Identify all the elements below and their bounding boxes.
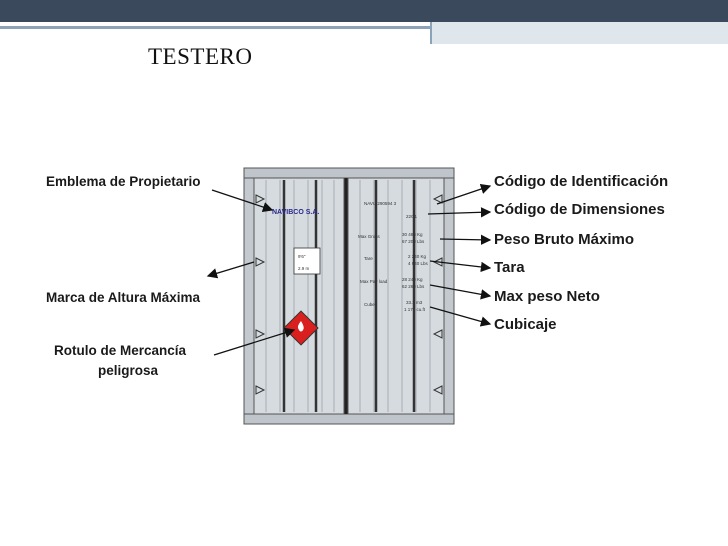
net-label: Max Pay load <box>360 279 388 284</box>
label-codigo-dimensiones: Código de Dimensiones <box>494 201 665 218</box>
arrow-marca-altura <box>206 261 255 279</box>
right-door <box>347 177 445 415</box>
label-rotulo-line1: Rotulo de Mercancía <box>54 343 187 358</box>
tare-kg: 2 240 Kg <box>408 254 427 259</box>
arrow-emblema <box>211 189 274 213</box>
label-cubicaje: Cubicaje <box>494 316 557 333</box>
max-height-bottom-text: 2.9 m <box>298 266 310 271</box>
left-door-corrugation <box>265 180 335 412</box>
arrow-max-neto <box>429 284 492 300</box>
cube-m3: 33.2 m3 <box>406 300 423 305</box>
right-corner-post <box>443 177 455 415</box>
slide-header-box <box>430 22 728 44</box>
net-kg: 28 240 Kg <box>402 277 423 282</box>
net-lbs: 62 260 Lbs <box>402 284 425 289</box>
label-peso-bruto: Peso Bruto Máximo <box>494 231 635 248</box>
slide-header-bar <box>0 0 728 22</box>
arrow-codigo-id <box>436 184 492 205</box>
arrow-cubicaje <box>429 306 492 327</box>
slide-header-line <box>0 26 728 29</box>
cube-label: Cube <box>364 302 375 307</box>
arrow-tara <box>429 260 492 273</box>
cube-ft3: 1 172 cu.ft <box>404 307 426 312</box>
door-hinges <box>255 194 443 395</box>
container-bottom-rail <box>243 413 455 425</box>
locking-bars <box>282 180 416 412</box>
label-max-peso-neto: Max peso Neto <box>494 288 600 305</box>
label-marca-altura: Marca de Altura Máxima <box>46 290 201 305</box>
gross-lbs: 67 200 Lbs <box>402 239 425 244</box>
callout-arrows <box>206 184 492 356</box>
gross-label: Max Gross <box>358 234 381 239</box>
label-emblema-propietario: Emblema de Propietario <box>46 174 201 189</box>
flame-icon <box>297 321 304 332</box>
max-height-box <box>293 247 321 275</box>
dim-code-text: 22G1 <box>406 214 418 219</box>
gross-kg: 30 480 Kg <box>402 232 423 237</box>
max-height-top-text: 9'6" <box>298 254 306 259</box>
tare-label: Tare <box>364 256 373 261</box>
left-corner-post <box>243 177 255 415</box>
arrow-peso-bruto <box>439 234 492 246</box>
arrow-rotulo <box>213 327 296 356</box>
tare-lbs: 4 940 Lbs <box>408 261 429 266</box>
label-rotulo-line2: peligrosa <box>98 363 159 378</box>
container-top-rail <box>243 167 455 179</box>
owner-emblem-text: NAVIBCO S.A. <box>272 209 319 216</box>
id-code-text: NAVU 290594 3 <box>364 201 397 206</box>
slide-title: TESTERO <box>148 44 253 69</box>
arrow-codigo-dim <box>427 207 492 218</box>
right-door-corrugation <box>359 180 431 412</box>
label-tara: Tara <box>494 259 525 276</box>
label-codigo-identificacion: Código de Identificación <box>494 173 669 190</box>
